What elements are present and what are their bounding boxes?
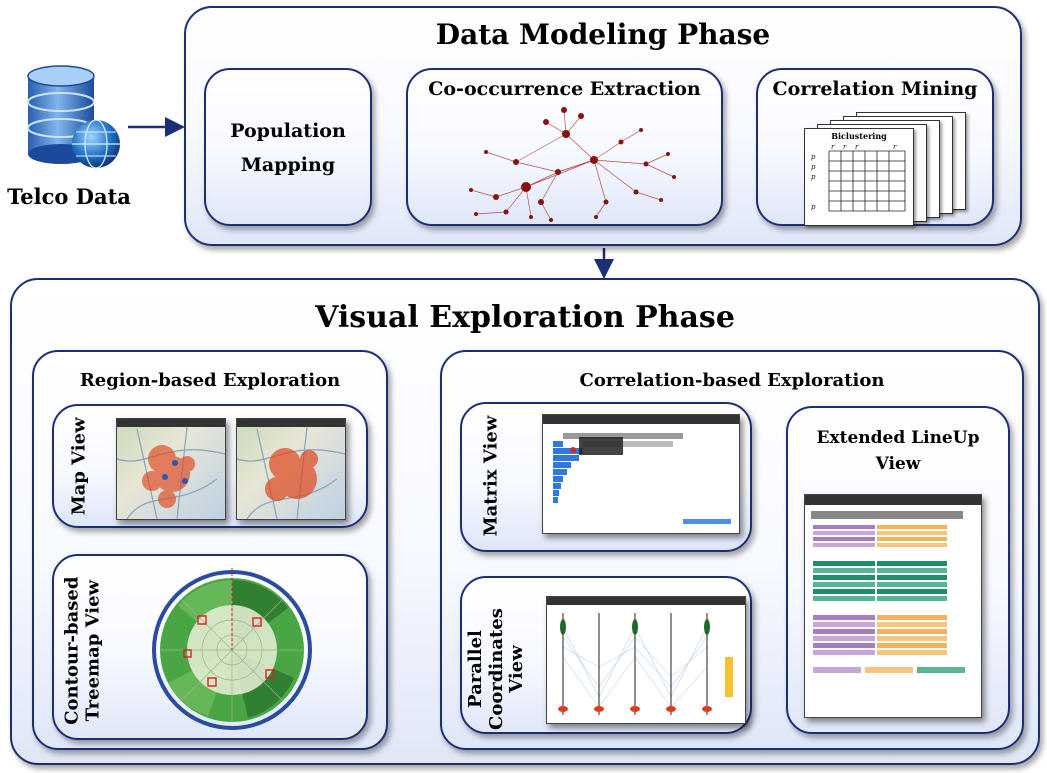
visual-exploration-phase-title: Visual Exploration Phase (315, 300, 735, 335)
telco-data-label: Telco Data (7, 184, 131, 209)
svg-text:r: r (855, 143, 859, 151)
extended-lineup-box: Extended LineUp View (786, 406, 1010, 734)
extended-lineup-label-line2: View (875, 454, 921, 474)
extended-lineup-label-line1: Extended LineUp (816, 428, 980, 448)
map-view-label: Map View (68, 417, 90, 516)
treemap-view-label-line1: Contour-based (61, 576, 83, 725)
population-mapping-line1: Population (230, 120, 346, 142)
map-view-screenshot-1 (116, 418, 226, 520)
biclustering-sheet-title: Biclustering (831, 131, 887, 141)
visual-exploration-phase-panel: Visual Exploration Phase Region-based Ex… (10, 278, 1040, 765)
treemap-view-label: Contour-based Treemap View (61, 566, 103, 736)
treemap-view-box: Contour-based Treemap View (52, 554, 368, 740)
treemap-view-label-line2: Treemap View (82, 579, 103, 722)
svg-text:r: r (893, 143, 897, 151)
parallel-coordinates-screenshot (546, 596, 746, 724)
telco-data-source: Telco Data (7, 62, 131, 212)
database-icon (27, 65, 120, 169)
svg-text:p: p (811, 153, 816, 161)
region-based-exploration-panel: Region-based Exploration Map View (32, 350, 388, 750)
svg-text:p: p (811, 163, 816, 171)
svg-text:r: r (831, 143, 835, 151)
population-mapping-line2: Mapping (240, 154, 336, 176)
parallel-coordinates-label: Parallel Coordinates View (464, 594, 528, 744)
svg-text:p: p (811, 203, 816, 211)
region-based-exploration-title: Region-based Exploration (79, 370, 341, 391)
cooccurrence-network-graph (469, 107, 676, 222)
parallel-coordinates-box: Parallel Coordinates View (460, 576, 752, 734)
population-mapping-box: Population Mapping (204, 68, 372, 226)
correlation-mining-title: Correlation Mining (772, 78, 978, 100)
correlation-mining-box: Correlation Mining Biclustering (756, 68, 994, 226)
parallel-coordinates-label-line2: Coordinates (485, 608, 507, 730)
parallel-coordinates-label-line1: Parallel (464, 630, 486, 708)
extended-lineup-screenshot (804, 494, 982, 718)
cooccurrence-extraction-title: Co-occurrence Extraction (428, 78, 701, 100)
cooccurrence-extraction-box: Co-occurrence Extraction (406, 68, 723, 226)
correlation-based-exploration-panel: Correlation-based Exploration Matrix Vie… (440, 350, 1024, 750)
parallel-coordinates-label-line3: View (506, 645, 528, 693)
correlation-based-exploration-title: Correlation-based Exploration (579, 370, 885, 391)
map-view-box: Map View (52, 404, 368, 528)
data-modeling-phase-panel: Data Modeling Phase Population Mapping C… (184, 6, 1022, 246)
data-modeling-phase-title: Data Modeling Phase (435, 18, 771, 51)
contour-treemap-radial (152, 568, 312, 730)
svg-text:r: r (843, 143, 847, 151)
svg-text:p: p (811, 173, 816, 181)
matrix-view-label: Matrix View (480, 415, 502, 537)
matrix-view-box: Matrix View (460, 402, 752, 552)
matrix-view-screenshot (542, 414, 740, 534)
map-view-screenshot-2 (236, 418, 346, 520)
